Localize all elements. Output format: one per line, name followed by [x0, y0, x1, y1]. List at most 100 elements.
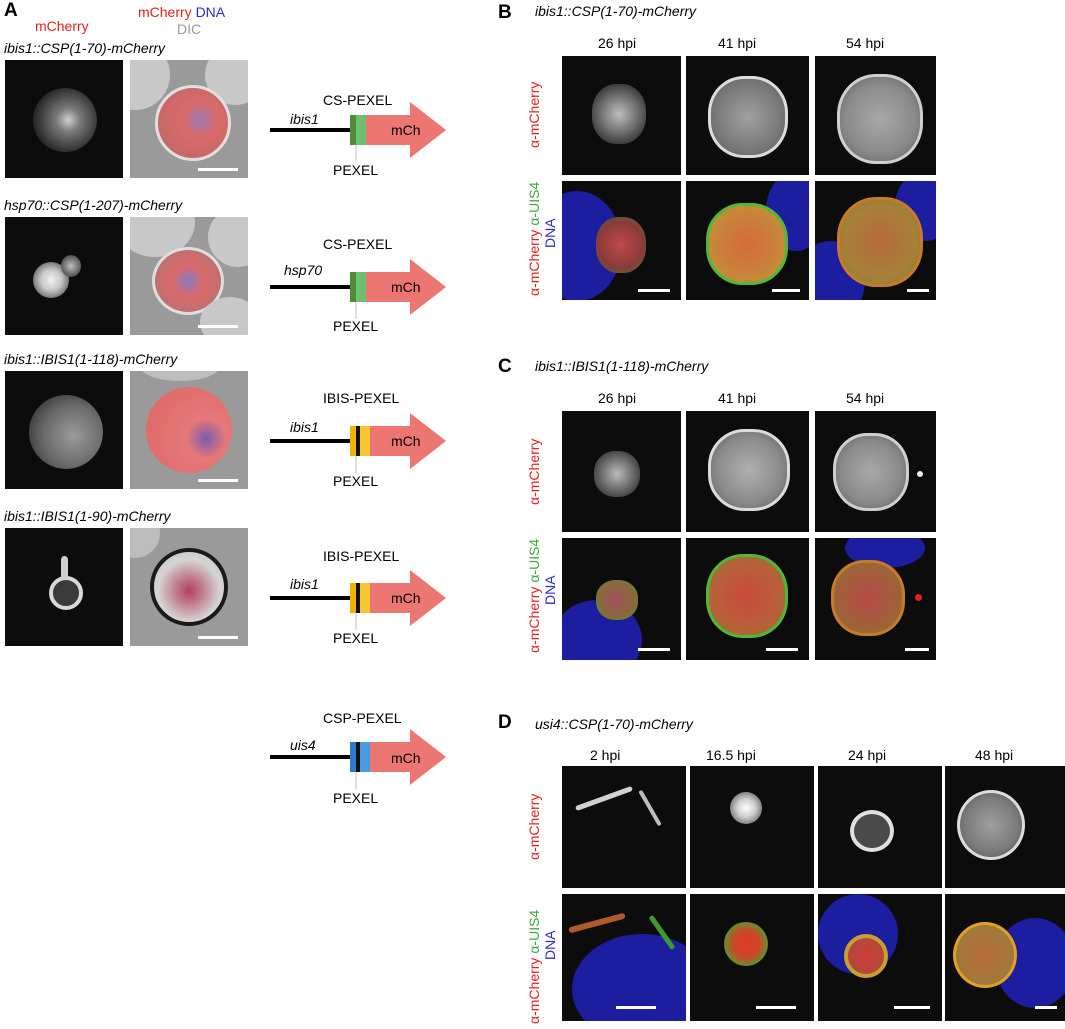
row-title: ibis1::CSP(1-70)-mCherry	[4, 40, 166, 56]
micrograph	[815, 56, 936, 175]
time-label: 2 hpi	[590, 747, 621, 763]
construct-promoter-label: ibis1	[290, 576, 319, 592]
row-label-merge: α-mCherry α-UIS4	[526, 182, 542, 296]
scale-bar	[1035, 1006, 1057, 1009]
panel-d-title: usi4::CSP(1-70)-mCherry	[535, 716, 693, 732]
row-label-mcherry: α-mCherry	[526, 793, 542, 860]
construct-bottom-label: PEXEL	[333, 162, 379, 178]
micrograph-merge	[686, 181, 809, 300]
merge-image	[130, 528, 248, 646]
time-label: 26 hpi	[598, 35, 637, 51]
panel-c-title: ibis1::IBIS1(1-118)-mCherry	[535, 358, 709, 374]
merge-image	[130, 371, 248, 489]
construct-box-label: mCh	[391, 750, 421, 766]
panel-a-label: A	[4, 0, 18, 21]
scale-bar	[198, 325, 238, 328]
construct-promoter-label: ibis1	[290, 419, 319, 435]
micrograph-merge	[690, 894, 814, 1021]
merge-image	[130, 217, 248, 335]
mcherry-column-header: mCherry	[35, 18, 89, 34]
scale-bar	[766, 648, 798, 651]
row-label-dna: DNA	[542, 218, 558, 248]
micrograph-merge	[562, 894, 686, 1021]
micrograph-merge	[818, 894, 942, 1021]
construct-diagram	[270, 570, 446, 630]
micrograph	[945, 766, 1065, 888]
row-label-mcherry: α-mCherry	[526, 957, 542, 1024]
micrograph	[686, 56, 809, 175]
construct-box-label: mCh	[391, 590, 421, 606]
scale-bar	[638, 648, 670, 651]
construct-top-label: IBIS-PEXEL	[323, 390, 400, 406]
micrograph-merge	[815, 538, 936, 660]
construct-bottom-label: PEXEL	[333, 318, 379, 334]
construct-box-label: mCh	[391, 279, 421, 295]
row-title: hsp70::CSP(1-207)-mCherry	[4, 197, 183, 213]
construct-box-label: mCh	[391, 122, 421, 138]
construct-bottom-label: PEXEL	[333, 630, 379, 646]
row-label-merge: α-mCherry α-UIS4	[526, 910, 542, 1024]
scale-bar	[907, 289, 929, 292]
micrograph	[562, 766, 686, 888]
row-title: ibis1::IBIS1(1-90)-mCherry	[4, 508, 171, 524]
construct-top-label: CS-PEXEL	[323, 236, 393, 252]
row-label-mcherry: α-mCherry	[526, 81, 542, 148]
row-label-dna: DNA	[542, 930, 558, 960]
micrograph	[690, 766, 814, 888]
scale-bar	[198, 636, 238, 639]
construct-diagram	[270, 413, 446, 473]
row-label-dna: DNA	[542, 575, 558, 605]
mcherry-image	[5, 371, 123, 489]
construct-promoter-label: uis4	[290, 737, 316, 753]
row-label-uis4: α-UIS4	[526, 538, 542, 583]
micrograph	[562, 411, 681, 532]
micrograph	[815, 411, 936, 532]
construct-diagram	[270, 259, 446, 319]
panel-b-label: B	[498, 2, 512, 23]
merge-mcherry-label: mCherry	[138, 4, 192, 20]
micrograph-merge	[686, 538, 809, 660]
time-label: 41 hpi	[718, 390, 757, 406]
mcherry-image	[5, 60, 123, 178]
scale-bar	[905, 648, 929, 651]
mcherry-image	[5, 217, 123, 335]
construct-top-label: CS-PEXEL	[323, 92, 393, 108]
micrograph	[818, 766, 942, 888]
mcherry-image	[5, 528, 123, 646]
time-label: 16.5 hpi	[706, 747, 756, 763]
merge-image	[130, 60, 248, 178]
construct-diagram-uis4	[270, 729, 446, 789]
panel-d-label: D	[498, 712, 512, 733]
construct-promoter-label: hsp70	[284, 262, 323, 278]
row-label-mcherry: α-mCherry	[526, 229, 542, 296]
scale-bar	[772, 289, 800, 292]
merge-dna-label: DNA	[195, 4, 226, 20]
row-label-mcherry: α-mCherry	[526, 438, 542, 505]
time-label: 54 hpi	[846, 35, 885, 51]
time-label: 26 hpi	[598, 390, 637, 406]
scale-bar	[198, 168, 238, 171]
micrograph	[686, 411, 809, 532]
construct-box-label: mCh	[391, 433, 421, 449]
time-label: 24 hpi	[848, 747, 887, 763]
panel-b-title: ibis1::CSP(1-70)-mCherry	[535, 3, 697, 19]
merge-dic-label: DIC	[177, 21, 202, 37]
construct-bottom-label: PEXEL	[333, 790, 379, 806]
panel-c-label: C	[498, 356, 512, 377]
micrograph	[562, 56, 681, 175]
scale-bar	[756, 1006, 796, 1009]
construct-diagram	[270, 102, 446, 162]
micrograph-merge	[945, 894, 1065, 1021]
row-label-uis4: α-UIS4	[526, 909, 542, 954]
merge-column-header: mCherry DNA	[138, 4, 225, 20]
scale-bar	[638, 289, 670, 292]
scale-bar	[616, 1006, 656, 1009]
row-label-uis4: α-UIS4	[526, 181, 542, 226]
construct-top-label: CSP-PEXEL	[323, 710, 402, 726]
construct-promoter-label: ibis1	[290, 111, 319, 127]
row-title: ibis1::IBIS1(1-118)-mCherry	[4, 351, 178, 367]
scale-bar	[198, 479, 238, 482]
micrograph-merge	[562, 538, 681, 660]
micrograph-merge	[562, 181, 681, 300]
time-label: 41 hpi	[718, 35, 757, 51]
